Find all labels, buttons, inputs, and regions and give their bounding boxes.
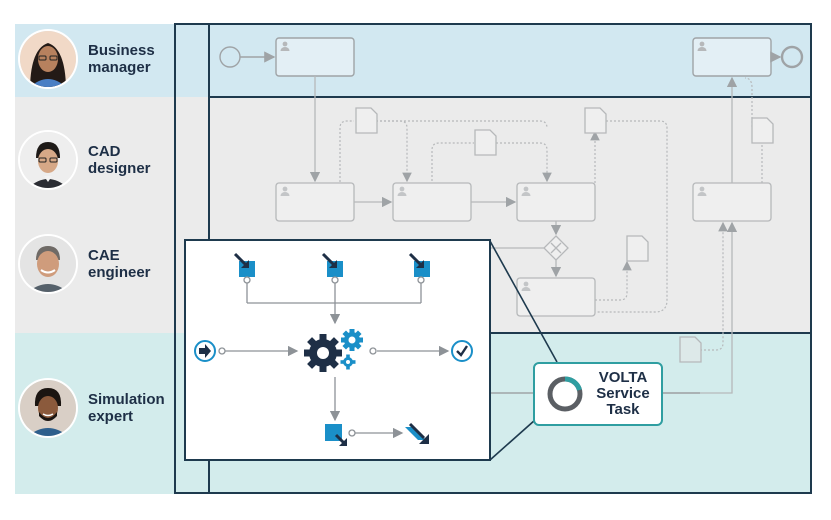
task-review-start[interactable] (275, 37, 355, 77)
business-flow (219, 37, 804, 77)
data-objects (355, 107, 774, 363)
volta-ring-icon (547, 376, 583, 412)
import-icon (321, 252, 343, 277)
volta-service-task[interactable]: VOLTA Service Task (533, 362, 663, 426)
check-icon (451, 340, 473, 362)
cae-engineer-avatar (20, 236, 76, 292)
role-label: Business manager (88, 42, 155, 76)
task-cad-3[interactable] (516, 182, 596, 222)
zoom-connectors (489, 240, 558, 461)
business-manager-avatar (20, 31, 76, 87)
document-icon (626, 235, 649, 262)
export-icon (325, 424, 348, 447)
role-cad-designer: CAD designer (20, 132, 151, 188)
gears-icon (304, 329, 363, 372)
role-business-manager: Business manager (20, 31, 155, 87)
role-cae-engineer: CAE engineer (20, 236, 151, 292)
task-approve-result[interactable] (692, 37, 772, 77)
document-icon (474, 129, 497, 156)
task-cad-1[interactable] (275, 182, 355, 222)
document-icon (679, 336, 702, 363)
task-cae-1[interactable] (516, 277, 596, 317)
download-icon (405, 422, 429, 444)
user-task-icons-top (280, 41, 707, 51)
task-cad-2[interactable] (392, 182, 472, 222)
document-icon (751, 117, 774, 144)
document-icon (584, 107, 607, 134)
cad-designer-avatar (20, 132, 76, 188)
data-associations (339, 77, 763, 351)
document-icon (355, 107, 378, 134)
role-label: Simulation expert (88, 391, 165, 425)
simulation-expert-avatar (20, 380, 76, 436)
import-icon (408, 252, 430, 277)
start-arrow-icon (194, 340, 216, 362)
engineering-flow (275, 76, 772, 394)
end-event-icon (780, 45, 804, 69)
start-event-icon (219, 46, 241, 68)
user-task-icons (280, 186, 707, 291)
lane-business-bg (15, 24, 810, 97)
task-cad-4[interactable] (692, 182, 772, 222)
role-label: CAE engineer (88, 247, 151, 281)
pool-border (174, 23, 812, 494)
service-task-detail (184, 239, 491, 461)
role-label: CAD designer (88, 143, 151, 177)
volta-label: VOLTA Service Task (596, 369, 650, 418)
import-icon (233, 252, 255, 277)
role-simulation-expert: Simulation expert (20, 380, 165, 436)
